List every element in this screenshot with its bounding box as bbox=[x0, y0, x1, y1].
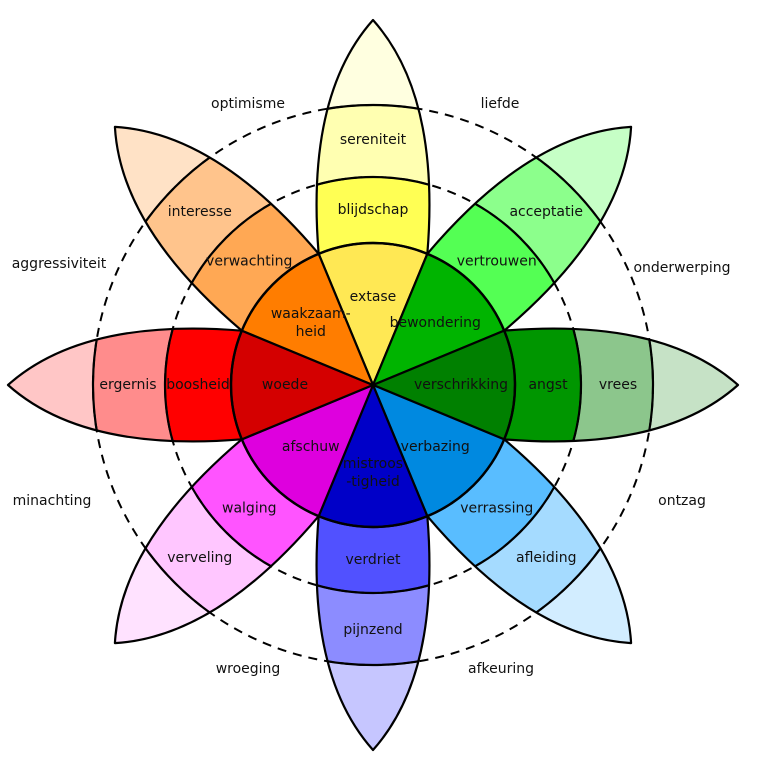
band-middle bbox=[165, 177, 373, 385]
petal-outline bbox=[371, 327, 740, 443]
dyad-labels: optimisme liefde onderwerping ontzag afkeuri… bbox=[12, 96, 731, 677]
labels: extase blijdschap sereniteit bewondering ver… bbox=[99, 132, 637, 638]
dyad-label-minachting: minachting bbox=[13, 493, 92, 509]
label-middle-trust: vertrouwen bbox=[457, 253, 537, 269]
label-core-trust: bewondering bbox=[390, 315, 481, 331]
inner-dashed-ring bbox=[164, 176, 582, 594]
label-outer-sadness: pijnzend bbox=[343, 622, 402, 638]
dashed-rings bbox=[92, 104, 654, 666]
label-outer-anger: ergernis bbox=[99, 377, 156, 393]
petal-outline bbox=[113, 125, 375, 387]
label-core-anticipation: waakzaam-heid bbox=[271, 306, 351, 340]
petal-outline bbox=[315, 383, 431, 752]
label-core-anger: woede bbox=[262, 377, 308, 393]
band-middle bbox=[373, 385, 581, 593]
label-outer-disgust: verveling bbox=[167, 550, 232, 566]
petal-outline bbox=[371, 383, 633, 645]
label-middle-fear: angst bbox=[528, 377, 568, 393]
dyad-label-onderwerping: onderwerping bbox=[633, 260, 730, 276]
petal-outline bbox=[315, 18, 431, 387]
petal-outline bbox=[371, 125, 633, 387]
label-middle-surprise: verrassing bbox=[460, 501, 533, 517]
core-circle-outline bbox=[229, 241, 517, 529]
label-middle-anticipation: verwachting bbox=[206, 253, 292, 269]
band-boundary-outer bbox=[91, 328, 373, 442]
label-middle-sadness: verdriet bbox=[345, 552, 401, 568]
band-middle bbox=[165, 385, 373, 593]
label-outer-joy: sereniteit bbox=[340, 132, 407, 148]
petal-outline bbox=[6, 327, 375, 443]
dyad-label-ontzag: ontzag bbox=[658, 493, 706, 509]
inner-circle bbox=[229, 241, 517, 529]
label-core-fear: verschrikking bbox=[414, 377, 508, 393]
dyad-label-wroeging: wroeging bbox=[216, 661, 281, 677]
dyad-label-optimisme: optimisme bbox=[211, 96, 285, 112]
band-middle bbox=[373, 177, 581, 385]
label-outer-trust: acceptatie bbox=[509, 204, 583, 220]
label-middle-anger: boosheid bbox=[166, 377, 230, 393]
label-outer-anticipation: interesse bbox=[168, 204, 232, 220]
label-middle-joy: blijdschap bbox=[338, 202, 409, 218]
label-core-disgust: afschuw bbox=[282, 439, 340, 455]
label-core-sadness: mistroos-tigheid bbox=[343, 456, 403, 490]
label-core-surprise: verbazing bbox=[401, 439, 470, 455]
dyad-label-afkeuring: afkeuring bbox=[468, 661, 534, 677]
label-middle-disgust: walging bbox=[222, 501, 276, 517]
label-core-joy: extase bbox=[350, 289, 397, 305]
label-outer-surprise: afleiding bbox=[516, 550, 576, 566]
outer-dashed-ring bbox=[92, 104, 654, 666]
petal-outline bbox=[113, 383, 375, 645]
label-outer-fear: vrees bbox=[599, 377, 637, 393]
band-boundary-inner bbox=[163, 328, 373, 442]
dyad-label-aggressiviteit: aggressiviteit bbox=[12, 256, 107, 272]
dyad-label-liefde: liefde bbox=[481, 96, 520, 112]
